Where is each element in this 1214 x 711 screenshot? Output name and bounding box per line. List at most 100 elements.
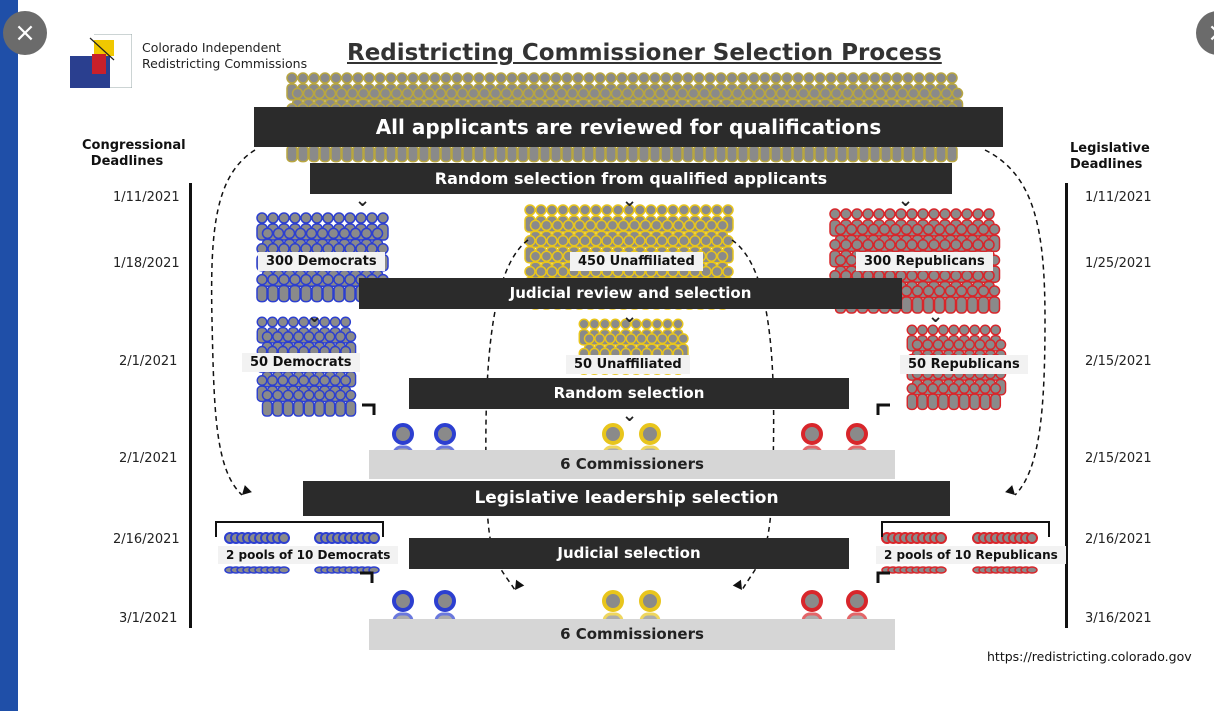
republicans-crowd bbox=[966, 296, 979, 314]
republicans-crowd bbox=[988, 285, 1001, 297]
democrats-50-crowd bbox=[287, 316, 299, 328]
unaffiliated-crowd bbox=[634, 204, 646, 216]
applicants-crowd bbox=[643, 87, 656, 100]
commissioner-figure bbox=[801, 423, 823, 445]
democrats-crowd bbox=[289, 212, 301, 224]
applicants-crowd bbox=[506, 144, 518, 163]
applicants-crowd bbox=[550, 144, 562, 163]
judicial-selection-bar: Judicial selection bbox=[409, 538, 849, 569]
republicans-crowd bbox=[862, 239, 874, 251]
unaffiliated-crowd bbox=[535, 265, 547, 278]
unaffiliated-crowd bbox=[535, 235, 547, 247]
applicants-crowd bbox=[902, 144, 914, 163]
applicants-crowd bbox=[858, 72, 870, 84]
republicans-crowd bbox=[977, 223, 990, 236]
unaffiliated-crowd bbox=[551, 250, 564, 262]
applicants-crowd bbox=[423, 87, 436, 100]
republicans-crowd bbox=[884, 239, 896, 251]
applicants-crowd bbox=[297, 72, 309, 84]
republicans-crowd bbox=[845, 223, 858, 236]
unaffiliated-crowd bbox=[617, 219, 630, 232]
congressional-date: 1/18/2021 bbox=[113, 256, 180, 271]
democrats-50-crowd bbox=[266, 316, 278, 328]
republicans-crowd bbox=[851, 208, 863, 220]
unaffiliated-crowd bbox=[573, 219, 586, 232]
unaffiliated-crowd bbox=[722, 204, 734, 216]
democrats-50-crowd bbox=[261, 389, 273, 401]
unaffiliated-crowd bbox=[540, 219, 553, 232]
applicants-crowd bbox=[847, 144, 859, 163]
applicants-crowd bbox=[940, 87, 953, 100]
democrats-crowd bbox=[272, 227, 285, 240]
applicants-crowd bbox=[869, 144, 881, 163]
applicants-crowd bbox=[374, 72, 386, 84]
republicans-crowd bbox=[955, 285, 968, 297]
democrats-crowd bbox=[311, 273, 323, 286]
democrats-50-crowd bbox=[293, 400, 305, 417]
unaffiliated-crowd bbox=[722, 265, 734, 278]
republicans-crowd bbox=[917, 208, 929, 220]
democrat-pool bbox=[278, 532, 290, 544]
applicants-crowd bbox=[495, 72, 507, 84]
applicants-crowd bbox=[550, 72, 562, 84]
republicans-crowd bbox=[884, 208, 896, 220]
chevron-down-icon: ⌄ bbox=[622, 405, 638, 426]
applicants-crowd bbox=[572, 72, 584, 84]
close-icon[interactable]: × bbox=[3, 11, 47, 55]
applicants-crowd bbox=[726, 72, 738, 84]
applicants-crowd bbox=[759, 72, 771, 84]
unaffiliated-crowd bbox=[656, 204, 668, 216]
democrats-50-crowd bbox=[334, 400, 346, 417]
democrats-50-crowd bbox=[256, 375, 268, 386]
republicans-crowd bbox=[944, 223, 957, 236]
corner-marker bbox=[876, 403, 890, 415]
democrats-50-crowd bbox=[261, 400, 273, 417]
commissioner-figure bbox=[602, 423, 624, 445]
applicants-crowd bbox=[528, 144, 540, 163]
republican-pool bbox=[935, 566, 947, 574]
republicans-crowd bbox=[878, 223, 891, 236]
applicants-crowd bbox=[649, 72, 661, 84]
org-name-line2: Redistricting Commissions bbox=[142, 56, 308, 71]
applicants-crowd bbox=[346, 87, 359, 100]
applicants-crowd bbox=[363, 144, 375, 163]
applicants-crowd bbox=[440, 72, 452, 84]
applicants-crowd bbox=[924, 144, 936, 163]
democrats-crowd bbox=[256, 212, 268, 224]
democrats-50-crowd bbox=[293, 389, 305, 401]
unaffiliated-crowd bbox=[694, 219, 707, 232]
applicants-crowd bbox=[638, 72, 650, 84]
democrats-crowd bbox=[289, 273, 301, 286]
unaffiliated-crowd bbox=[579, 235, 591, 247]
democrats-50-crowd bbox=[308, 316, 320, 328]
applicants-crowd bbox=[819, 87, 832, 100]
unaffiliated-crowd bbox=[546, 265, 558, 278]
applicants-crowd bbox=[407, 72, 419, 84]
democrat-pools-bracket bbox=[215, 521, 384, 537]
applicants-crowd bbox=[495, 144, 507, 163]
republicans-crowd bbox=[950, 208, 962, 220]
applicants-crowd bbox=[374, 144, 386, 163]
close-icon-right[interactable]: × bbox=[1196, 11, 1214, 55]
applicants-crowd bbox=[368, 87, 381, 100]
unaffiliated-crowd bbox=[678, 204, 690, 216]
congressional-header-line2: Deadlines bbox=[90, 154, 164, 169]
democrats-50-crowd bbox=[319, 316, 331, 328]
republicans-crowd bbox=[906, 208, 918, 220]
commissioner-figure bbox=[846, 590, 868, 612]
republicans-50-crowd bbox=[969, 393, 981, 411]
unaffiliated-50-crowd bbox=[667, 333, 679, 345]
democrats-crowd bbox=[338, 227, 351, 240]
democrat-pool bbox=[368, 532, 380, 544]
democrats-crowd bbox=[300, 284, 312, 303]
republican-pool bbox=[1026, 532, 1038, 544]
chevron-down-icon: ⌄ bbox=[355, 190, 371, 211]
republicans-50-crowd bbox=[911, 339, 923, 351]
unaffiliated-crowd bbox=[711, 265, 723, 278]
applicants-crowd bbox=[841, 87, 854, 100]
unaffiliated-crowd bbox=[722, 235, 734, 247]
republicans-50-crowd bbox=[990, 383, 1002, 394]
republicans-crowd bbox=[922, 223, 935, 236]
republicans-crowd bbox=[895, 208, 907, 220]
applicants-crowd bbox=[913, 72, 925, 84]
